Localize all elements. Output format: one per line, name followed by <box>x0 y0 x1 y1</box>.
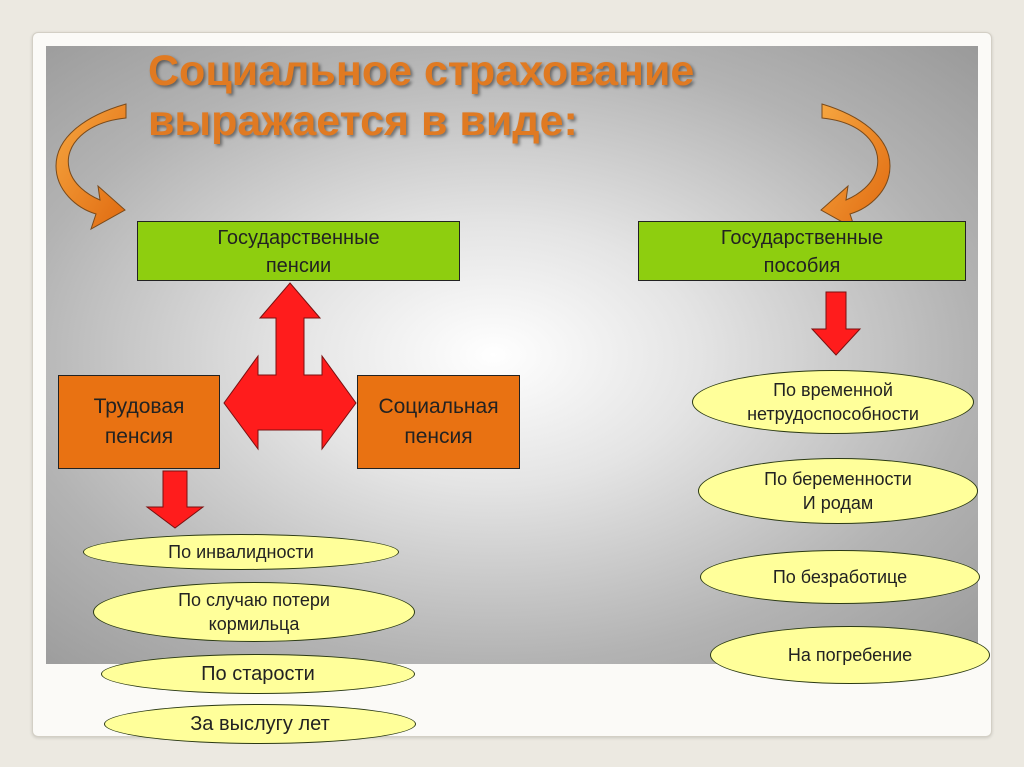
curved-arrow-right <box>820 103 891 231</box>
slide-title: Социальное страхование выражается в виде… <box>148 46 848 146</box>
state-pensions-box: Государственные пенсии <box>137 221 460 281</box>
title-line-2: выражается в виде: <box>148 97 578 145</box>
state-pensions-line-2: пенсии <box>265 255 332 277</box>
labour-pension-line-2: пенсия <box>104 425 174 448</box>
benefit-type-maternity: По беременности И родам <box>698 458 978 524</box>
pension-type-disability: По инвалидности <box>83 534 399 570</box>
labour-pension-line-1: Трудовая <box>93 395 185 418</box>
state-benefits-box: Государственные пособия <box>638 221 966 281</box>
curved-arrow-left <box>55 103 127 231</box>
benefit-type-unemployment: По безработице <box>700 550 980 604</box>
state-pensions-line-1: Государственные <box>217 227 380 249</box>
social-pension-line-1: Социальная <box>378 395 499 418</box>
title-line-1: Социальное страхование <box>148 47 695 95</box>
social-pension-box: Социальная пенсия <box>357 375 520 469</box>
pension-type-old-age: По старости <box>101 654 415 694</box>
down-arrow-left <box>145 470 205 529</box>
labour-pension-box: Трудовая пенсия <box>58 375 220 469</box>
social-pension-line-2: пенсия <box>404 425 473 448</box>
pension-type-survivor: По случаю потери кормильца <box>93 582 415 642</box>
pension-type-long-service: За выслугу лет <box>104 704 416 744</box>
state-benefits-line-2: пособия <box>763 255 841 277</box>
three-way-arrow <box>223 282 357 451</box>
state-benefits-line-1: Государственные <box>720 227 884 249</box>
benefit-type-temporary-disability: По временной нетрудоспособности <box>692 370 974 434</box>
benefit-type-funeral: На погребение <box>710 626 990 684</box>
down-arrow-right <box>810 291 862 356</box>
